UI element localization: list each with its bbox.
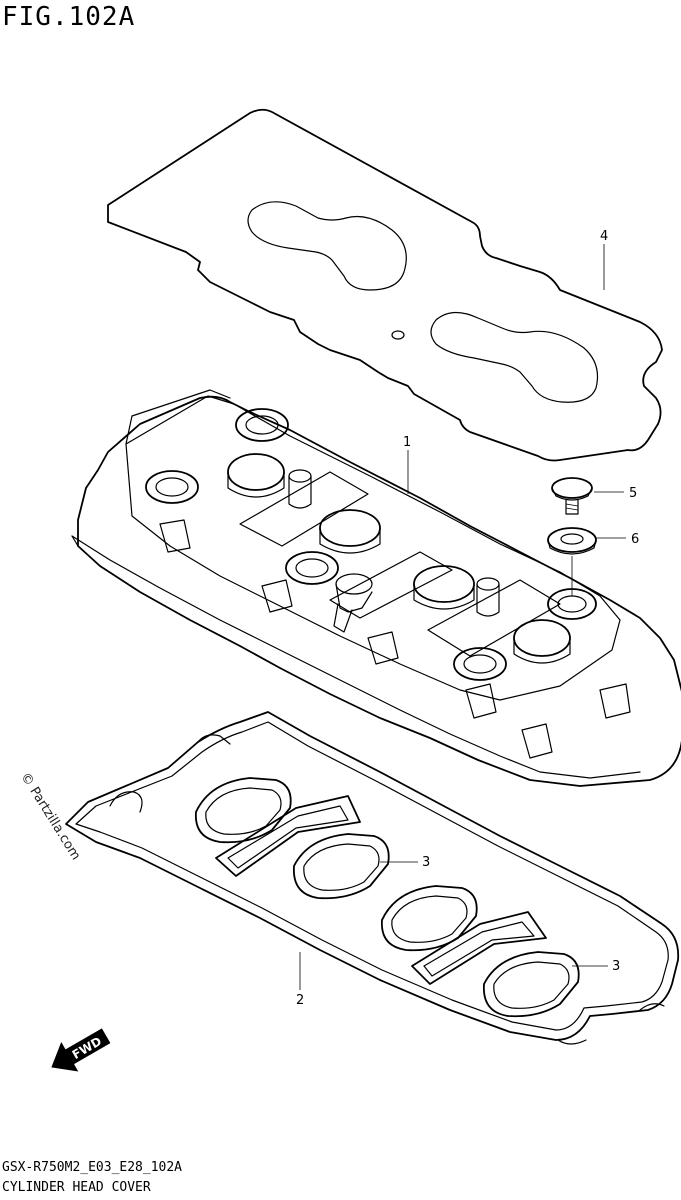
callout-5: 5 bbox=[629, 486, 637, 501]
callout-3a: 3 bbox=[422, 855, 430, 870]
callout-2: 2 bbox=[296, 993, 304, 1008]
callout-6: 6 bbox=[631, 532, 639, 547]
part-4-gasket-plate[interactable] bbox=[107, 108, 663, 462]
callout-1: 1 bbox=[403, 435, 411, 450]
leader-lines bbox=[299, 244, 626, 990]
diagram-caption: CYLINDER HEAD COVER bbox=[2, 1180, 151, 1195]
part-6-washer[interactable] bbox=[547, 527, 597, 596]
callout-4: 4 bbox=[600, 229, 608, 244]
part-5-bolt[interactable] bbox=[551, 477, 593, 515]
part-3-plug-seal-pair-b[interactable] bbox=[381, 885, 580, 1018]
part-2-cover-gasket[interactable] bbox=[65, 711, 680, 1045]
callout-numbers: 4 1 5 6 3 3 2 bbox=[296, 229, 639, 1008]
callout-3b: 3 bbox=[612, 959, 620, 974]
part-1-cylinder-head-cover[interactable] bbox=[71, 389, 681, 787]
part-3-plug-seal-pair-a[interactable] bbox=[195, 777, 390, 900]
fwd-arrow: FWD bbox=[51, 1028, 111, 1072]
diagram-code: GSX-R750M2_E03_E28_102A bbox=[2, 1160, 183, 1175]
figure-title: FIG.102A bbox=[2, 2, 136, 32]
